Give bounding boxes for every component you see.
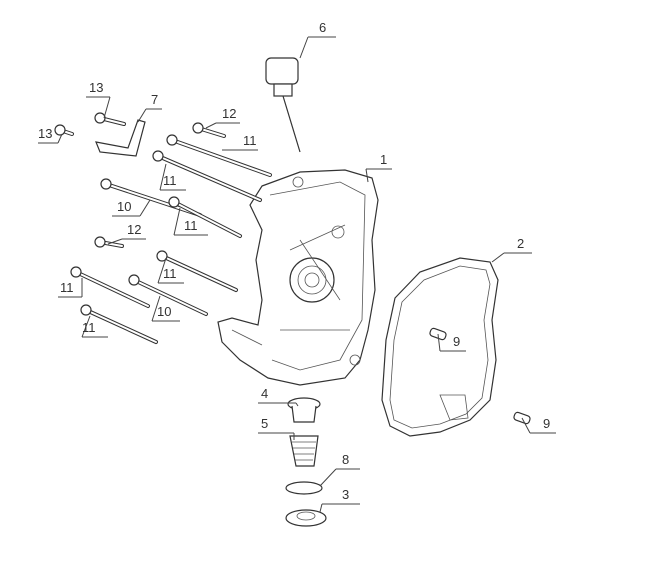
- bolt: [166, 134, 272, 177]
- drain-plug: [285, 509, 327, 527]
- bolt: [192, 122, 226, 138]
- bolt: [54, 124, 74, 136]
- callout-11: 11: [58, 278, 83, 298]
- bolt: [70, 266, 150, 308]
- callout-number: 12: [127, 222, 141, 237]
- callout-number: 7: [151, 92, 158, 107]
- callout-6: 6: [299, 20, 336, 59]
- callout-number: 10: [157, 304, 171, 319]
- bolt: [168, 196, 242, 238]
- o-ring: [285, 481, 323, 495]
- callout-10: 10: [151, 295, 180, 322]
- callout-8: 8: [319, 452, 360, 487]
- callout-11: 11: [157, 257, 184, 284]
- callout-number: 6: [319, 20, 326, 35]
- bolt: [152, 150, 262, 202]
- strainer-screen: [289, 435, 319, 467]
- callout-number: 1: [380, 152, 387, 167]
- callout-13: 13: [38, 126, 63, 144]
- callout-number: 9: [543, 416, 550, 431]
- crankcase-cover: [217, 169, 379, 386]
- callout-number: 11: [163, 173, 177, 188]
- callout-7: 7: [137, 92, 162, 123]
- callout-5: 5: [258, 416, 295, 440]
- callout-1: 1: [365, 152, 392, 183]
- callout-10: 10: [112, 199, 151, 217]
- callout-number: 11: [60, 280, 74, 295]
- bolt: [128, 274, 208, 316]
- callout-number: 11: [243, 133, 257, 148]
- callout-3: 3: [319, 487, 360, 513]
- bolt: [100, 178, 202, 217]
- bolts: [54, 112, 272, 344]
- callout-4: 4: [258, 386, 299, 407]
- bolt: [94, 112, 126, 126]
- bolt: [156, 250, 238, 292]
- bolt: [80, 304, 158, 344]
- callout-11: 11: [159, 163, 186, 191]
- callout-9: 9: [521, 416, 556, 434]
- callout-number: 5: [261, 416, 268, 431]
- callout-number: 11: [184, 218, 198, 233]
- callout-number: 13: [38, 126, 52, 141]
- callout-number: 2: [517, 236, 524, 251]
- callout-number: 8: [342, 452, 349, 467]
- bracket: [95, 119, 146, 157]
- bolt: [94, 236, 124, 248]
- callout-11: 11: [81, 315, 108, 338]
- callout-number: 10: [117, 199, 131, 214]
- callout-12: 12: [107, 222, 146, 245]
- callout-2: 2: [491, 236, 532, 263]
- callout-number: 9: [453, 334, 460, 349]
- callout-11: 11: [222, 133, 258, 151]
- callout-number: 12: [222, 106, 236, 121]
- callout-number: 3: [342, 487, 349, 502]
- callout-11: 11: [173, 207, 208, 236]
- callout-number: 11: [82, 320, 96, 335]
- callout-12: 12: [205, 106, 240, 129]
- oil-dipstick: [265, 57, 301, 153]
- callout-number: 4: [261, 386, 268, 401]
- callout-number: 13: [89, 80, 103, 95]
- callout-13: 13: [86, 80, 111, 119]
- callout-number: 11: [163, 266, 177, 281]
- cap: [287, 397, 321, 423]
- callout-9: 9: [437, 333, 466, 352]
